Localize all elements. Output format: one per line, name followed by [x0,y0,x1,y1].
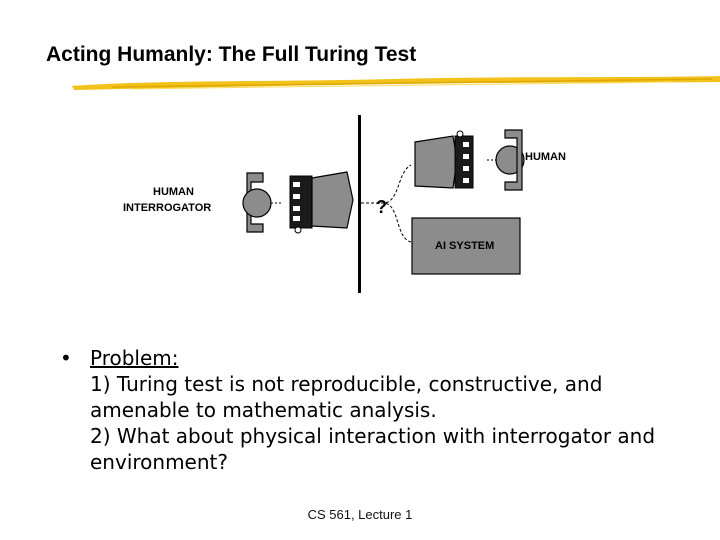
ai-system-box [411,217,521,275]
interrogator-figure [242,172,283,233]
turing-test-diagram: HUMAN INTERROGATOR ? HUMAN A [123,115,566,293]
interrogator-terminal [289,171,354,234]
problem-point-2: 2) What about physical interaction with … [90,424,656,474]
interrogator-label-line1: HUMAN [153,186,194,198]
human-terminal [414,130,474,189]
title-underline-brushstroke [72,76,720,90]
dividing-wall [358,115,361,293]
problem-point-1: 1) Turing test is not reproducible, cons… [90,372,603,422]
bullet-marker: • [60,346,72,370]
human-label: HUMAN [525,151,566,163]
problem-heading: Problem: [90,346,179,370]
wire-to-ai [361,202,412,243]
bullet-heading-row: • Problem: [60,345,700,371]
question-mark: ? [376,197,387,217]
human-figure [487,129,525,191]
problem-bullet: • Problem: 1) Turing test is not reprodu… [60,345,700,475]
ai-system-label: AI SYSTEM [435,240,494,252]
slide-footer: CS 561, Lecture 1 [307,507,413,522]
slide-title: Acting Humanly: The Full Turing Test [46,43,417,66]
interrogator-label-line2: INTERROGATOR [123,202,211,214]
